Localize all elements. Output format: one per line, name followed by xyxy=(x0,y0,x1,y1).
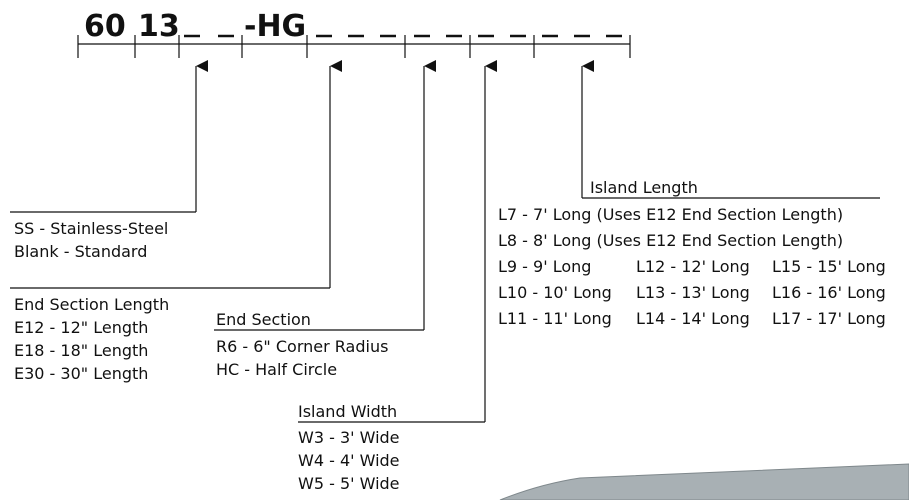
finish-item: Blank - Standard xyxy=(14,242,147,261)
product-photo-corner xyxy=(500,464,909,500)
model-code-part-3: -HG xyxy=(244,9,306,44)
island-width-item: W4 - 4' Wide xyxy=(298,451,400,470)
model-code-part-2: 13 xyxy=(138,9,180,44)
island-width-title: Island Width xyxy=(298,402,397,421)
end-section-length-item: E12 - 12" Length xyxy=(14,318,148,337)
island-length-title: Island Length xyxy=(590,178,698,197)
finish-item: SS - Stainless-Steel xyxy=(14,219,168,238)
island-length-grid-cell: L10 - 10' Long xyxy=(498,283,612,302)
end-section-length-item: E18 - 18" Length xyxy=(14,341,148,360)
island-length-grid-cell: L17 - 17' Long xyxy=(772,309,886,328)
island-length-grid-cell: L11 - 11' Long xyxy=(498,309,612,328)
island-length-grid-cell: L15 - 15' Long xyxy=(772,257,886,276)
island-length-item: L7 - 7' Long (Uses E12 End Section Lengt… xyxy=(498,205,843,224)
island-length-grid-cell: L12 - 12' Long xyxy=(636,257,750,276)
model-code-part-1: 60 xyxy=(84,9,126,44)
island-length-grid-cell: L13 - 13' Long xyxy=(636,283,750,302)
end-section-length-title: End Section Length xyxy=(14,295,169,314)
island-length-item: L8 - 8' Long (Uses E12 End Section Lengt… xyxy=(498,231,843,250)
leader-finish xyxy=(10,66,196,212)
island-length-grid-cell: L16 - 16' Long xyxy=(772,283,886,302)
end-section-title: End Section xyxy=(216,310,311,329)
end-section-length-item: E30 - 30" Length xyxy=(14,364,148,383)
end-section-item: R6 - 6" Corner Radius xyxy=(216,337,388,356)
end-section-item: HC - Half Circle xyxy=(216,360,337,379)
leader-end-section xyxy=(214,66,424,330)
island-width-item: W5 - 5' Wide xyxy=(298,474,400,493)
island-length-grid-cell: L9 - 9' Long xyxy=(498,257,591,276)
island-length-grid-cell: L14 - 14' Long xyxy=(636,309,750,328)
island-width-item: W3 - 3' Wide xyxy=(298,428,400,447)
